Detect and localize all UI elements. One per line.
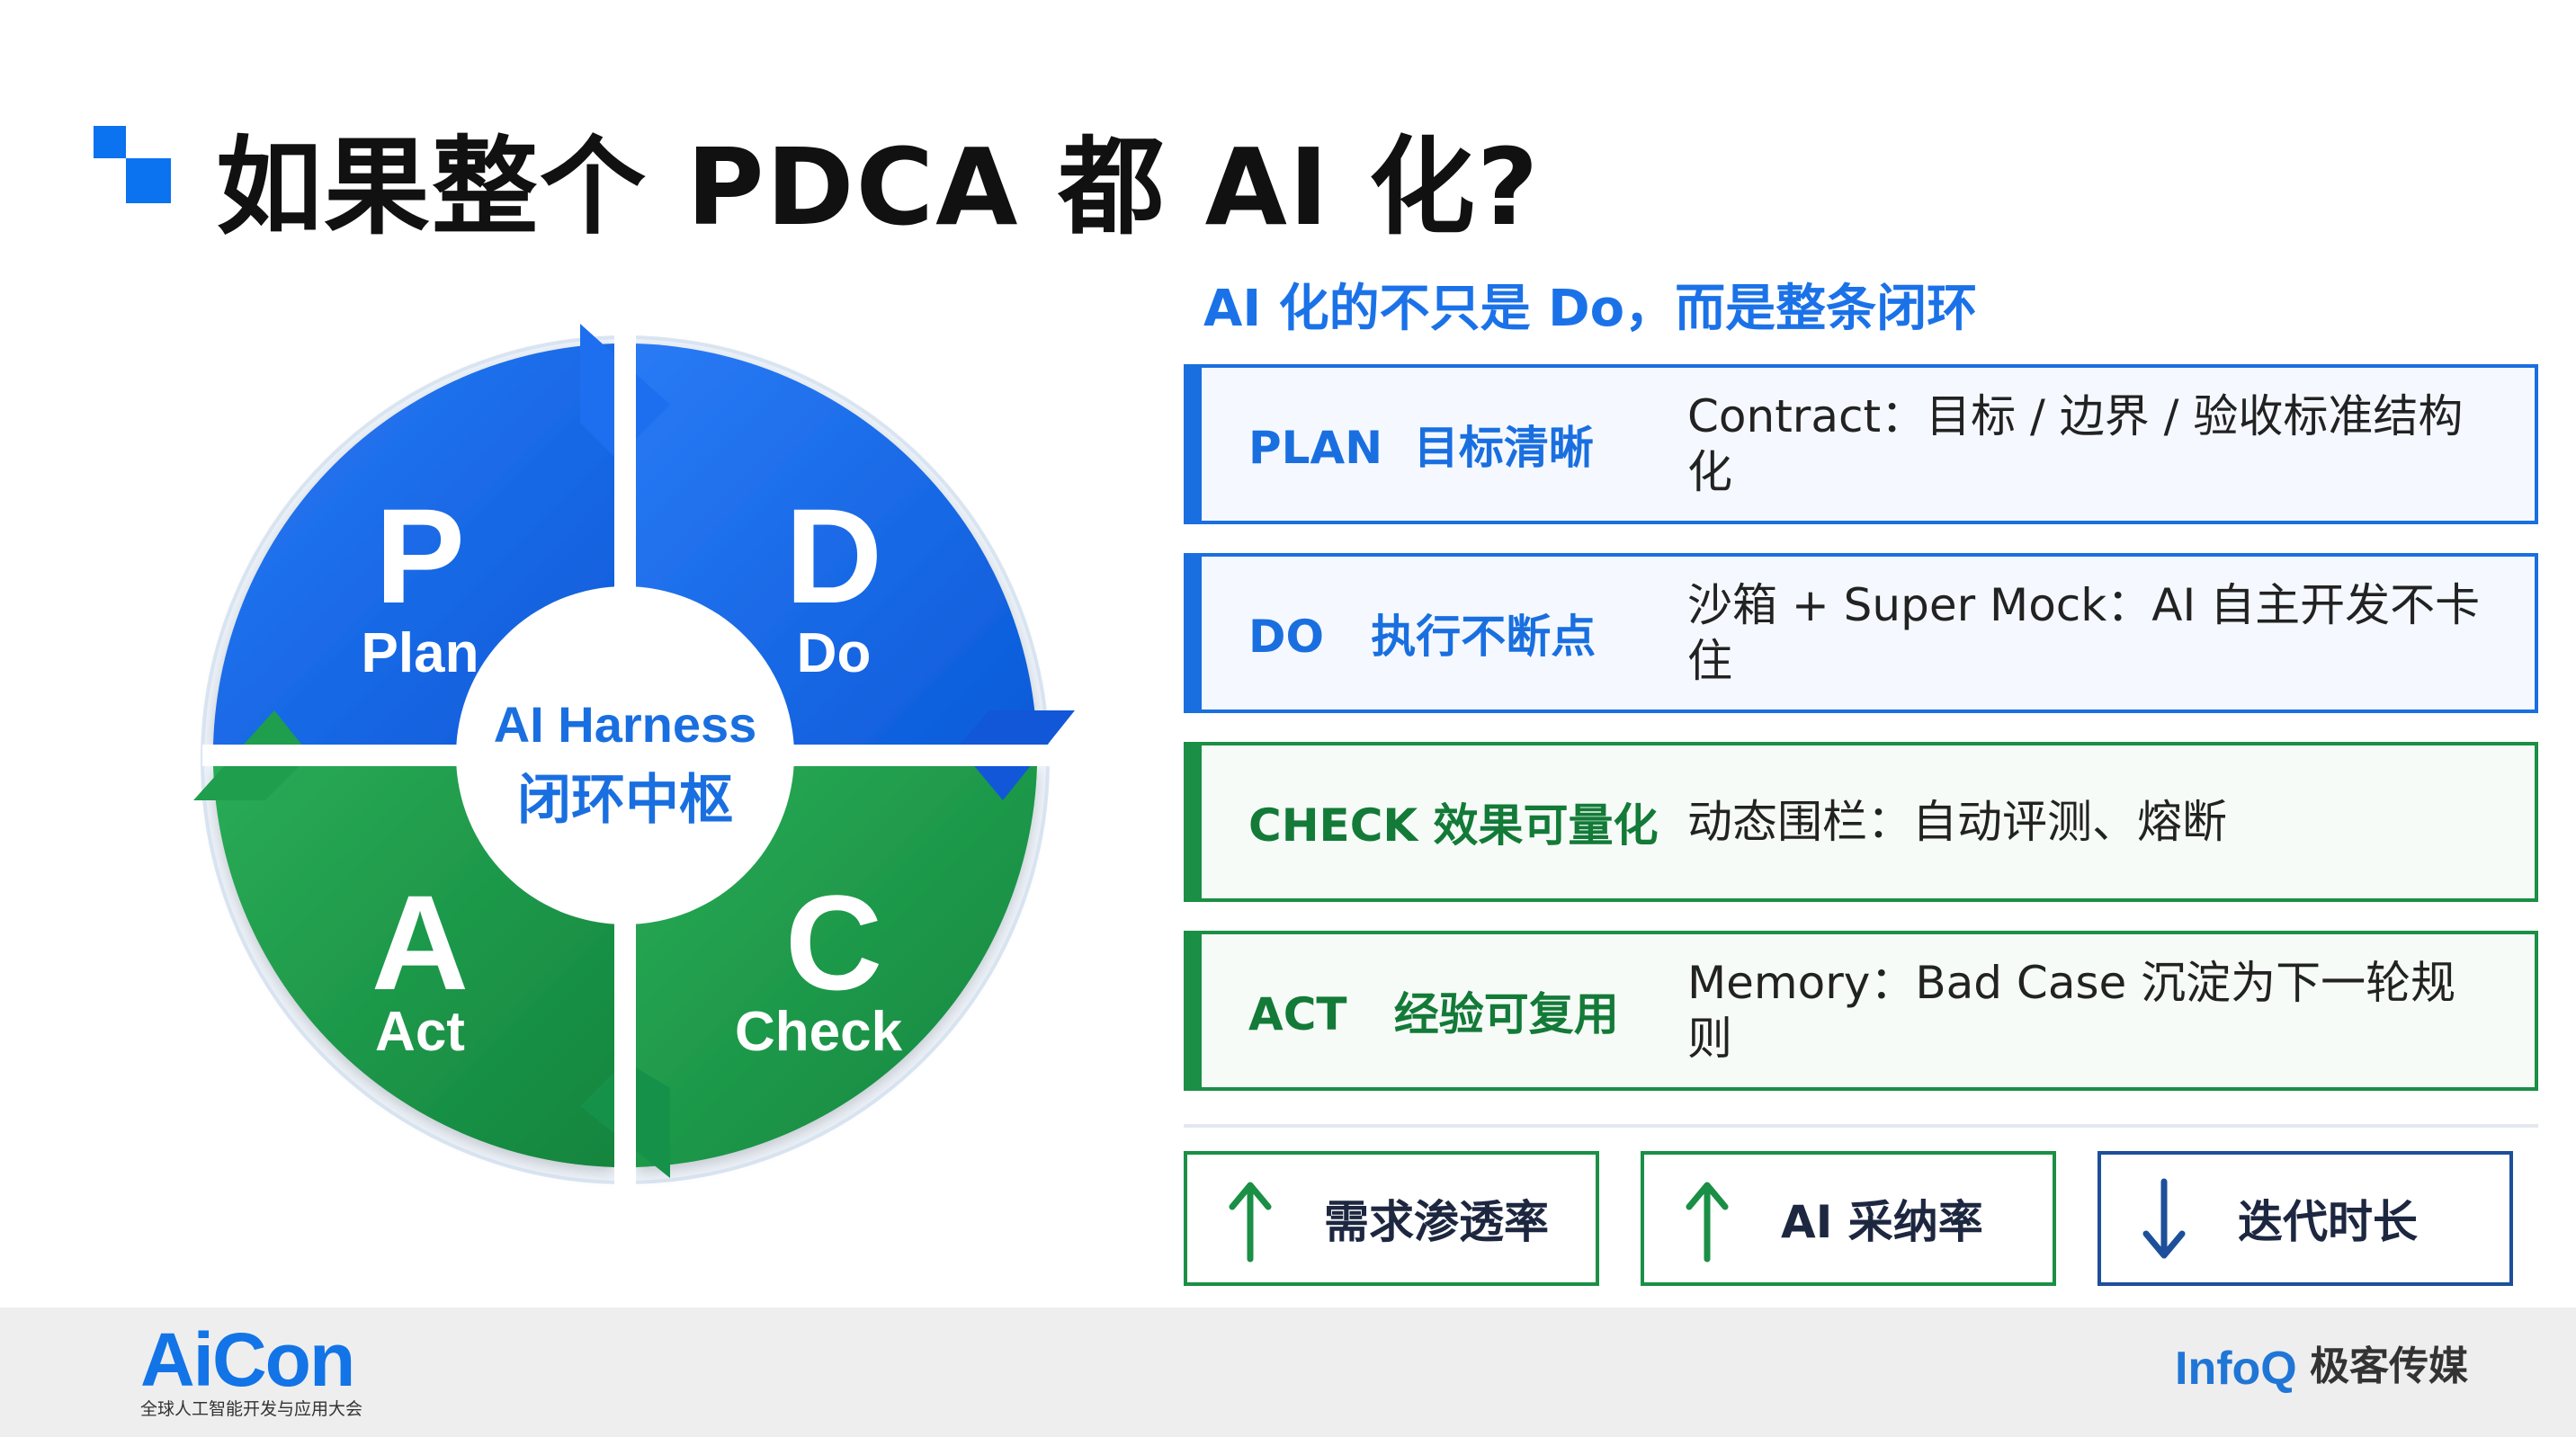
page-title: 如果整个 PDCA 都 AI 化? <box>216 125 1541 249</box>
check-letter: C <box>785 867 882 1018</box>
do-word: Do <box>797 622 872 684</box>
plan-word: Plan <box>362 622 479 684</box>
do-letter: D <box>785 480 882 631</box>
section-subtitle: AI 化的不只是 Do，而是整条闭环 <box>1203 280 1978 338</box>
divider <box>1184 1124 2538 1128</box>
metric-iteration-time: 迭代时长 <box>2097 1151 2513 1286</box>
aicon-logo: AiCon <box>140 1317 355 1402</box>
arrow-up-icon <box>1686 1182 1729 1263</box>
check-word: Check <box>735 1001 903 1063</box>
check-row: CHECK 效果可量化 动态围栏：自动评测、熔断 <box>1184 742 2538 902</box>
do-row-label: DO 执行不断点 <box>1248 611 1597 663</box>
plan-row-label: PLAN 目标清晰 <box>1248 422 1594 474</box>
plan-letter: P <box>375 480 465 631</box>
title-mark-icon <box>94 126 171 203</box>
row-accent-bar <box>1184 368 1202 521</box>
plan-row: PLAN 目标清晰 Contract：目标 / 边界 / 验收标准结构化 <box>1184 364 2538 524</box>
arrow-down-icon <box>2142 1178 2186 1259</box>
act-row-label: ACT 经验可复用 <box>1248 988 1619 1040</box>
do-row-desc: 沙箱 + Super Mock：AI 自主开发不卡住 <box>1687 579 2481 687</box>
center-hub <box>456 586 794 924</box>
aicon-tagline: 全球人工智能开发与应用大会 <box>140 1399 363 1419</box>
act-letter: A <box>371 867 469 1018</box>
check-row-desc: 动态围栏：自动评测、熔断 <box>1687 796 2227 848</box>
footer <box>0 1308 2576 1437</box>
row-accent-bar <box>1184 745 1202 898</box>
act-word: Act <box>375 1001 465 1063</box>
row-accent-bar <box>1184 557 1202 710</box>
plan-row-desc: Contract：目标 / 边界 / 验收标准结构化 <box>1687 390 2464 498</box>
metric-label: 迭代时长 <box>2238 1196 2418 1248</box>
metric-ai-adoption: AI 采纳率 <box>1641 1151 2056 1286</box>
center-line2: 闭环中枢 <box>517 769 733 832</box>
metric-label: AI 采纳率 <box>1781 1196 1983 1248</box>
center-line1: AI Harness <box>494 696 757 753</box>
arrow-up-icon <box>1229 1182 1272 1263</box>
infoq-logo: InfoQ <box>2175 1343 2297 1395</box>
metric-label: 需求渗透率 <box>1324 1196 1549 1248</box>
metric-demand-penetration: 需求渗透率 <box>1184 1151 1599 1286</box>
act-row-desc: Memory：Bad Case 沉淀为下一轮规则 <box>1687 957 2456 1065</box>
infoq-brand-name: 极客传媒 <box>2310 1343 2468 1389</box>
do-row: DO 执行不断点 沙箱 + Super Mock：AI 自主开发不卡住 <box>1184 553 2538 713</box>
check-row-label: CHECK 效果可量化 <box>1248 799 1659 852</box>
pdca-cycle-diagram: AI Harness 闭环中枢 P Plan D Do A Act C Chec… <box>193 324 1075 1196</box>
act-row: ACT 经验可复用 Memory：Bad Case 沉淀为下一轮规则 <box>1184 931 2538 1091</box>
row-accent-bar <box>1184 934 1202 1087</box>
